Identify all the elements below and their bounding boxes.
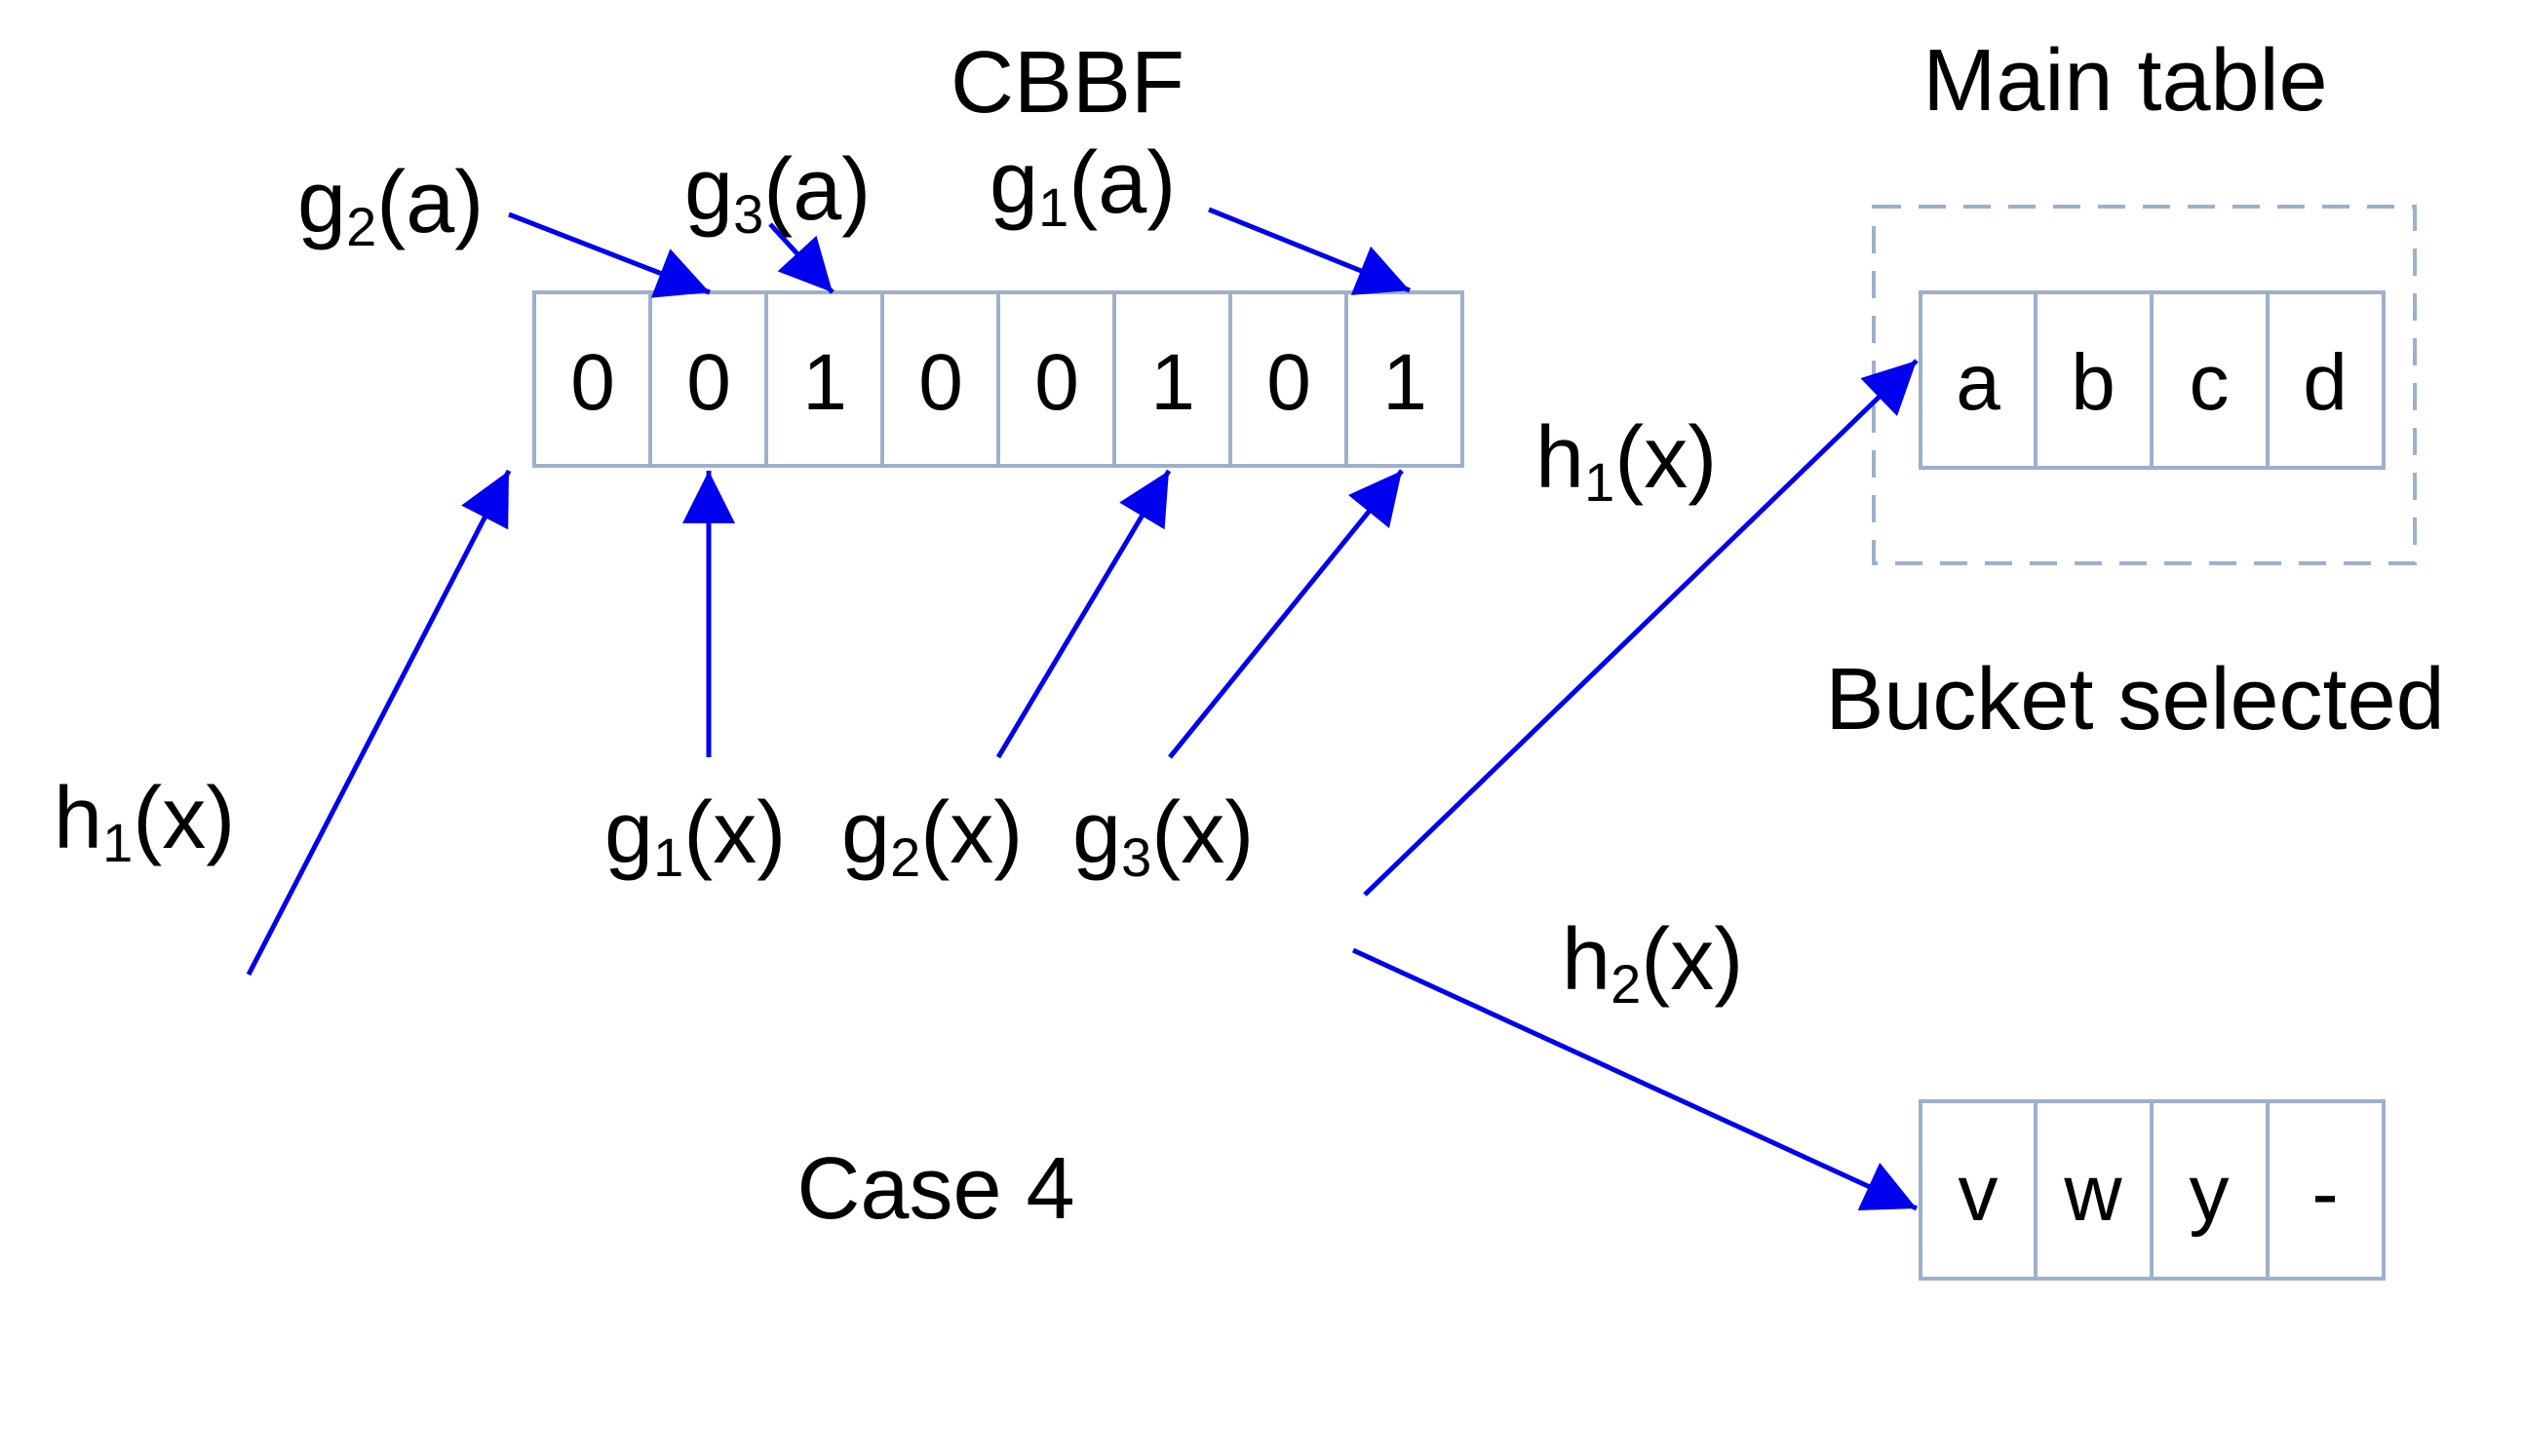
bucket-entry: a bbox=[1956, 338, 2000, 427]
label-g2a: g2(a) bbox=[297, 154, 484, 257]
cbbf-bit: 0 bbox=[1034, 338, 1079, 427]
cbbf-array: 0 0 1 0 0 1 0 1 bbox=[532, 290, 1464, 468]
cbbf-cell: 0 bbox=[996, 290, 1116, 468]
bucket-cell: d bbox=[2266, 290, 2386, 470]
arrow-g3x bbox=[1168, 469, 1404, 759]
cbbf-bit: 0 bbox=[570, 338, 615, 427]
bucket-cell: w bbox=[2034, 1099, 2154, 1281]
label-g3x: g3(x) bbox=[1072, 785, 1254, 888]
bucket-entry: y bbox=[2190, 1149, 2230, 1238]
cbbf-bit: 0 bbox=[686, 338, 731, 427]
bucket-entry: w bbox=[2063, 1149, 2122, 1238]
bucket-cell: b bbox=[2034, 290, 2154, 470]
arrow-g2a bbox=[508, 211, 711, 298]
bucket-2: v w y - bbox=[1919, 1099, 2386, 1281]
label-h2x: h2(x) bbox=[1562, 911, 1743, 1015]
cbbf-cell: 1 bbox=[1112, 290, 1232, 468]
label-g2x: g2(x) bbox=[841, 785, 1023, 888]
arrows bbox=[246, 207, 1919, 1211]
cbbf-title: CBBF bbox=[951, 34, 1184, 132]
arrow-g3a bbox=[768, 222, 835, 294]
bucket-cell: c bbox=[2150, 290, 2270, 470]
arrow-h1x-left bbox=[246, 469, 512, 977]
bucket-entry: v bbox=[1959, 1149, 1999, 1238]
case-label: Case 4 bbox=[796, 1140, 1074, 1238]
cbbf-bit: 0 bbox=[1266, 338, 1311, 427]
label-g1x: g1(x) bbox=[604, 785, 786, 888]
cbbf-bit: 0 bbox=[918, 338, 963, 427]
arrow-g2x bbox=[995, 469, 1172, 759]
label-g1a: g1(a) bbox=[990, 134, 1176, 238]
cbbf-cell: 0 bbox=[880, 290, 1000, 468]
bucket-cell: - bbox=[2266, 1099, 2386, 1281]
bucket-1: a b c d bbox=[1919, 290, 2386, 470]
bucket-entry: - bbox=[2311, 1149, 2338, 1238]
cbbf-cell: 0 bbox=[1228, 290, 1348, 468]
main-table-title: Main table bbox=[1922, 32, 2327, 130]
cbbf-bit: 1 bbox=[1382, 338, 1427, 427]
cbbf-cell: 1 bbox=[764, 290, 884, 468]
cbbf-cell: 0 bbox=[648, 290, 768, 468]
arrow-h1x-right bbox=[1363, 359, 1919, 897]
bucket-cell-border bbox=[2266, 290, 2386, 470]
arrow-h2x bbox=[1351, 947, 1919, 1211]
bucket-selected-label: Bucket selected bbox=[1825, 651, 2444, 748]
cbbf-cell: 0 bbox=[532, 290, 652, 468]
label-h1x-left: h1(x) bbox=[54, 770, 235, 873]
arrow-g1a bbox=[1208, 207, 1411, 295]
bucket-entry: b bbox=[2071, 338, 2115, 427]
bucket-cell: a bbox=[1919, 290, 2038, 470]
bucket-cell: v bbox=[1919, 1099, 2038, 1281]
label-h1x-right: h1(x) bbox=[1535, 409, 1717, 513]
bucket-cell: y bbox=[2150, 1099, 2270, 1281]
bucket-entry: d bbox=[2303, 338, 2348, 427]
bucket-entry: c bbox=[2190, 338, 2230, 427]
bucket-cell-border bbox=[2266, 1099, 2386, 1281]
cbbf-bit: 1 bbox=[1150, 338, 1195, 427]
cbbf-cell: 1 bbox=[1344, 290, 1464, 468]
label-g3a: g3(a) bbox=[684, 141, 871, 245]
cbbf-bit: 1 bbox=[802, 338, 847, 427]
